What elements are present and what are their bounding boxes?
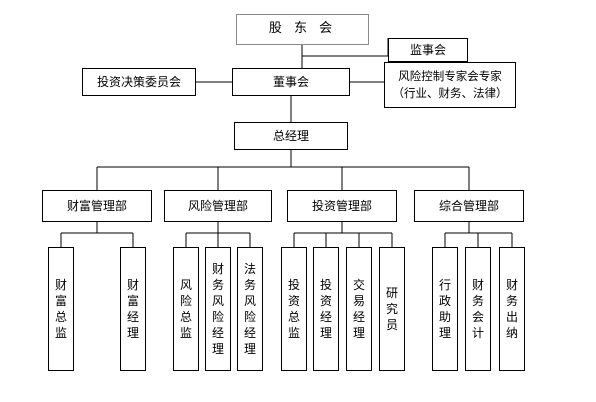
position-label: 投资总监 xyxy=(288,278,301,340)
position-label: 财富经理 xyxy=(127,278,140,340)
position-label: 财务出纳 xyxy=(506,278,519,340)
position-label: 研究员 xyxy=(386,286,399,332)
dept-box-general-admin: 综合管理部 xyxy=(414,190,524,222)
position-label: 行政助理 xyxy=(439,278,452,340)
dept-label: 财富管理部 xyxy=(66,198,127,213)
risk-experts-line2: （行业、财务、法律） xyxy=(392,86,508,100)
position-box: 财富经理 xyxy=(120,247,146,371)
position-box: 财务会计 xyxy=(465,247,491,371)
supervisors-box: 监事会 xyxy=(388,38,468,62)
general-manager-box: 总经理 xyxy=(234,122,348,150)
shareholders-label: 股 东 会 xyxy=(268,21,337,37)
position-label: 投资经理 xyxy=(320,278,333,340)
position-box: 法务风险经理 xyxy=(237,247,263,371)
dept-label: 风险管理部 xyxy=(187,198,248,213)
position-box: 研究员 xyxy=(379,247,405,371)
position-box: 交易经理 xyxy=(346,247,372,371)
position-box: 投资经理 xyxy=(313,247,339,371)
supervisors-label: 监事会 xyxy=(409,42,446,57)
position-label: 法务风险经理 xyxy=(244,262,257,356)
board-box: 董事会 xyxy=(232,68,350,96)
dept-box-risk: 风险管理部 xyxy=(164,190,272,222)
dept-box-wealth: 财富管理部 xyxy=(42,190,152,222)
position-box: 财富总监 xyxy=(48,247,74,371)
board-label: 董事会 xyxy=(272,74,309,89)
risk-experts-box: 风险控制专家会专家 （行业、财务、法律） xyxy=(384,62,516,108)
dept-box-investment: 投资管理部 xyxy=(287,190,397,222)
position-box: 财务出纳 xyxy=(499,247,525,371)
dept-label: 投资管理部 xyxy=(311,198,372,213)
position-label: 财富总监 xyxy=(55,278,68,340)
dept-label: 综合管理部 xyxy=(438,198,499,213)
position-box: 风险总监 xyxy=(173,247,199,371)
shareholders-box: 股 东 会 xyxy=(236,14,369,45)
investment-committee-box: 投资决策委员会 xyxy=(82,68,196,96)
position-label: 交易经理 xyxy=(353,278,366,340)
position-box: 投资总监 xyxy=(281,247,307,371)
position-box: 行政助理 xyxy=(432,247,458,371)
position-label: 财务风险经理 xyxy=(212,262,225,356)
position-label: 风险总监 xyxy=(180,278,193,340)
general-manager-label: 总经理 xyxy=(272,128,309,143)
position-box: 财务风险经理 xyxy=(205,247,231,371)
investment-committee-label: 投资决策委员会 xyxy=(96,74,181,89)
position-label: 财务会计 xyxy=(472,278,485,340)
risk-experts-line1: 风险控制专家会专家 xyxy=(398,69,502,84)
